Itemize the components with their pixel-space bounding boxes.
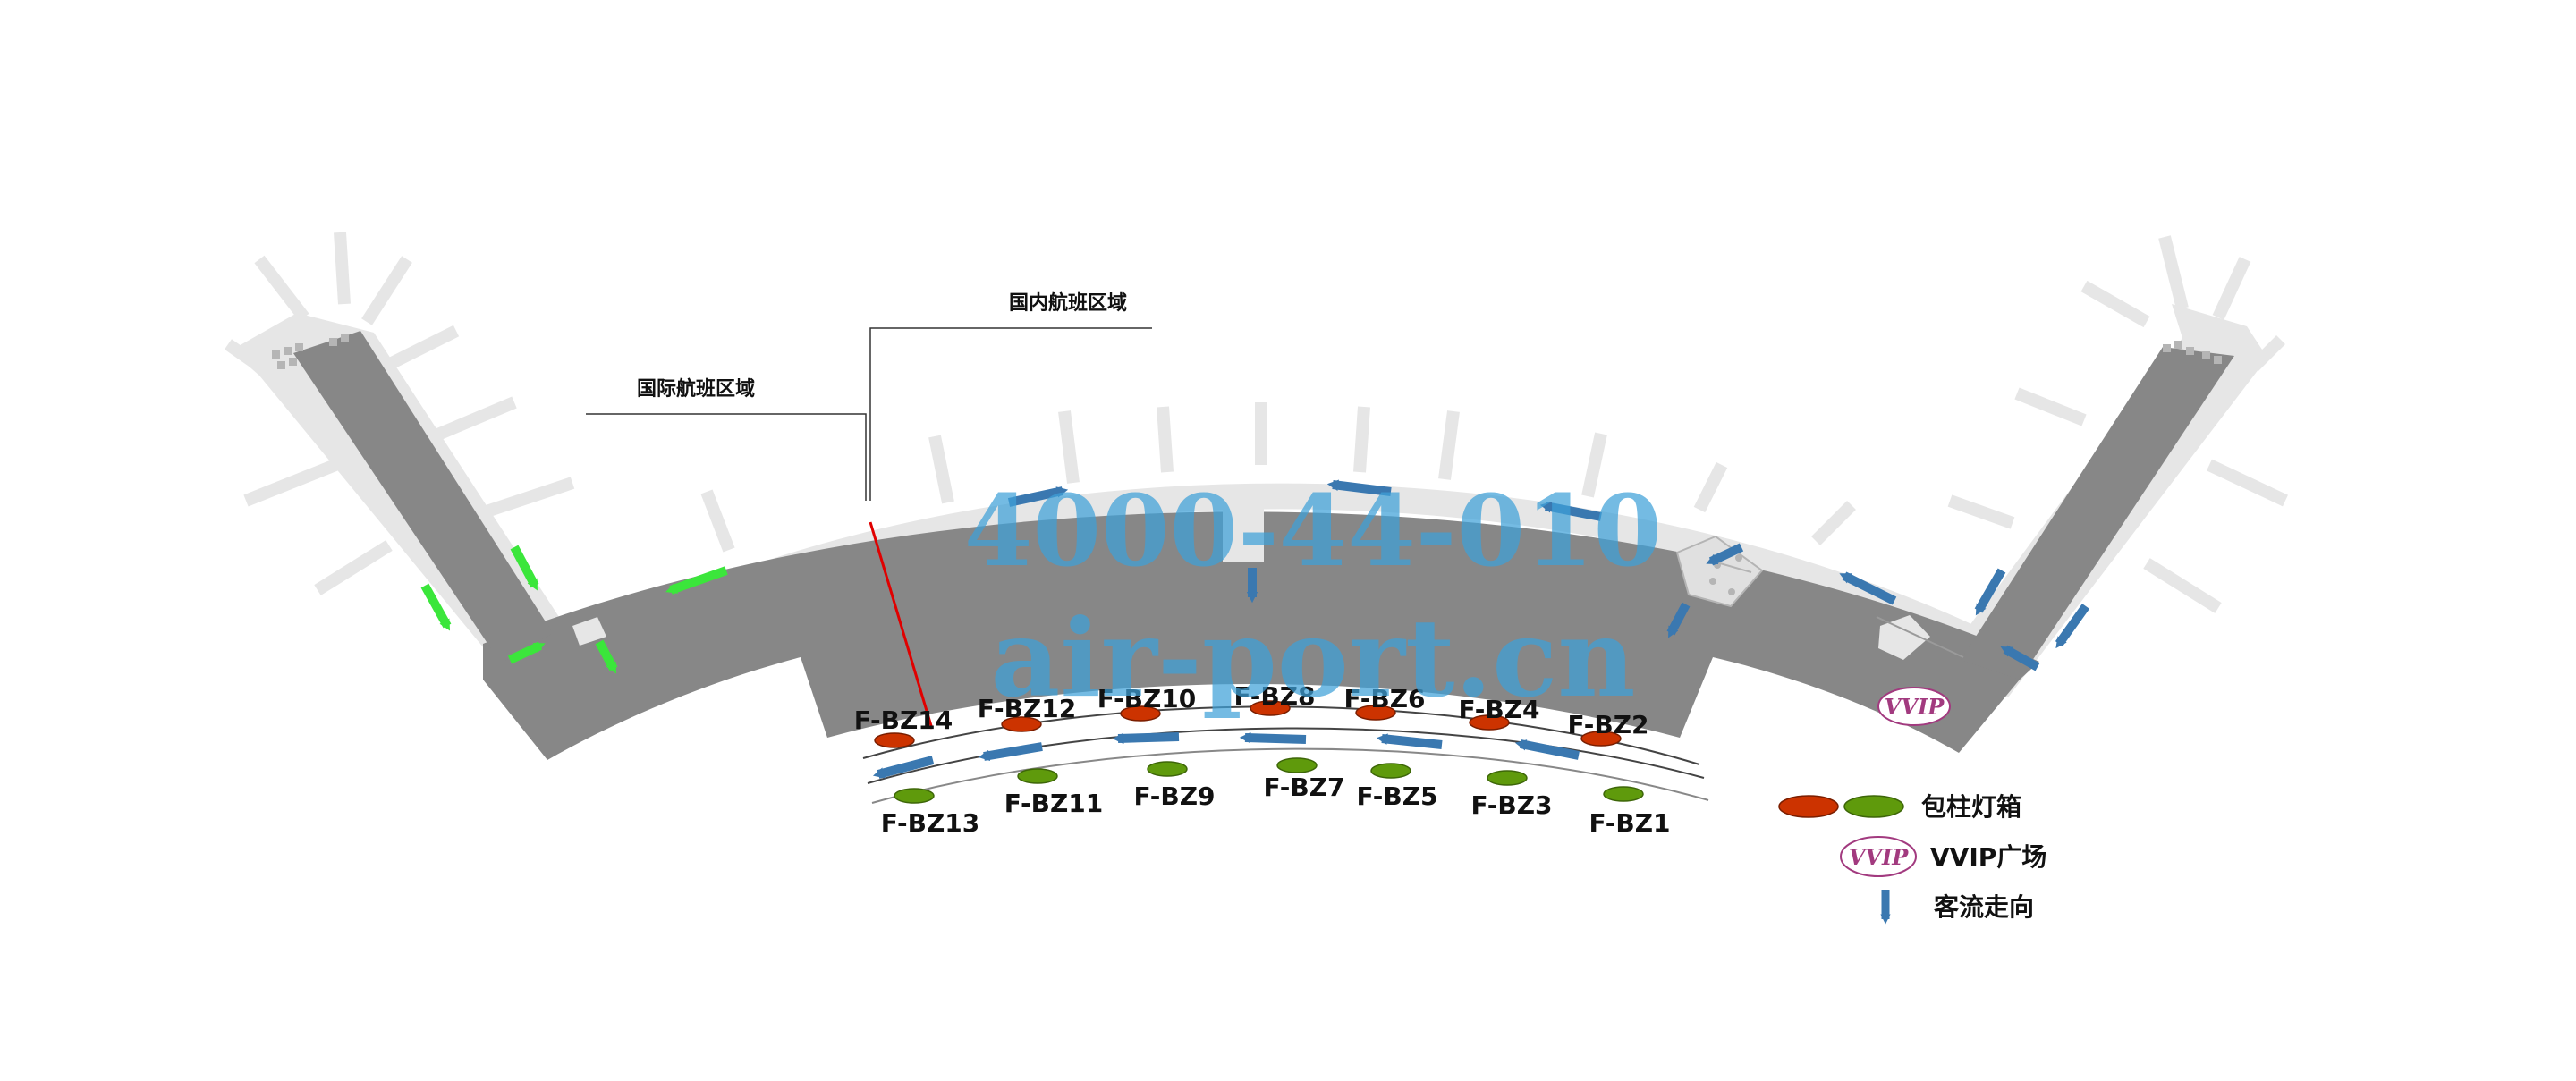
pillar-label: F-BZ8: [1233, 681, 1315, 711]
green-pillar-lightbox: [1370, 763, 1411, 779]
legend-vvip-icon-text: VVIP: [1849, 844, 1909, 870]
flow-arrow: [1239, 731, 1307, 744]
domestic-zone-label: 国内航班区域: [1009, 291, 1127, 315]
international-flow-arrows: [420, 545, 728, 674]
green-pillar-lightbox: [1487, 770, 1528, 786]
pillar-label: F-BZ1: [1589, 808, 1670, 838]
right-pier: [1961, 347, 2234, 680]
red-pillar-lightbox: [874, 732, 915, 748]
flow-arrow: [420, 583, 452, 631]
pillar-label: F-BZ9: [1133, 781, 1215, 811]
flow-arrow: [507, 641, 546, 664]
green-pillar-lightbox: [1147, 761, 1188, 777]
legend-flow-label: 客流走向: [1934, 892, 2034, 922]
flow-arrow: [1007, 486, 1069, 507]
red-pillar-lightbox: [1250, 700, 1291, 716]
green-pillar-lightbox: [1276, 757, 1318, 773]
legend-lightbox-label: 包柱灯箱: [1921, 792, 2021, 822]
flow-arrow: [1326, 479, 1392, 496]
green-pillar-lightbox: [1603, 786, 1644, 802]
pillar-label: F-BZ7: [1263, 773, 1344, 802]
main-concourse: [483, 511, 2039, 760]
pillar-label: F-BZ6: [1343, 684, 1425, 714]
pillar-label: F-BZ2: [1567, 710, 1648, 739]
gate-bridges: [224, 232, 2288, 613]
left-pier: [293, 331, 553, 663]
pillar-label: F-BZ5: [1356, 781, 1437, 811]
pillar-label: F-BZ3: [1470, 790, 1552, 820]
flow-arrow: [595, 639, 618, 674]
green-pillar-lightbox: [894, 788, 935, 804]
legend-vvip-icon: [1840, 836, 1917, 877]
legend: 包柱灯箱 VVIP VVIP广场 客流走向: [1778, 792, 2046, 925]
red-pillar-lightbox: [1120, 705, 1161, 722]
building-cores: [272, 334, 2222, 660]
green-pillar-lightbox: [1017, 768, 1058, 784]
flow-arrow: [1376, 733, 1443, 749]
legend-red-pillar: [1778, 795, 1839, 818]
flow-arrow: [872, 756, 935, 779]
vvip-marker-text: VVIP: [1885, 694, 1945, 720]
watermark: 4000-44-010 air-port.cn: [964, 473, 1662, 722]
flow-arrow: [1706, 543, 1744, 566]
flow-arrow: [2055, 604, 2090, 649]
international-zone-label: 国际航班区域: [637, 377, 755, 401]
flow-arrow: [1539, 502, 1602, 521]
zone-callouts: 国内航班区域 国际航班区域: [586, 291, 1152, 730]
terminal-building: [293, 331, 2234, 760]
flow-arrow: [1839, 571, 1897, 605]
legend-green-pillar: [1843, 795, 1904, 818]
zone-divider-line: [869, 521, 934, 730]
red-pillar-lightbox: [1469, 714, 1510, 731]
pillar-label: F-BZ13: [881, 808, 980, 838]
pillar-label: F-BZ11: [1004, 789, 1104, 818]
flow-arrow: [1514, 739, 1580, 760]
flow-arrow: [510, 545, 539, 591]
flow-arrow: [978, 742, 1043, 762]
pillar-label: F-BZ12: [978, 694, 1077, 723]
passenger-flow-arrows: [872, 479, 2090, 779]
flow-arrow: [1666, 602, 1690, 638]
legend-vvip-label: VVIP广场: [1930, 842, 2046, 872]
red-pillar-lightbox: [1580, 731, 1622, 747]
vvip-plaza-marker: VVIP: [1877, 687, 1951, 726]
flow-arrow: [665, 566, 728, 595]
flow-arrow: [1112, 732, 1180, 745]
flow-arrow: [1974, 568, 2006, 616]
watermark-domain: air-port.cn: [990, 595, 1635, 722]
watermark-phone: 4000-44-010: [964, 473, 1662, 588]
red-pillar-lightbox: [1001, 716, 1042, 732]
red-pillar-lightbox: [1355, 705, 1396, 721]
pillar-label: F-BZ14: [854, 705, 953, 735]
pillar-label: F-BZ10: [1097, 684, 1197, 714]
flow-arrow: [2000, 645, 2040, 671]
pillar-label: F-BZ4: [1458, 695, 1539, 724]
